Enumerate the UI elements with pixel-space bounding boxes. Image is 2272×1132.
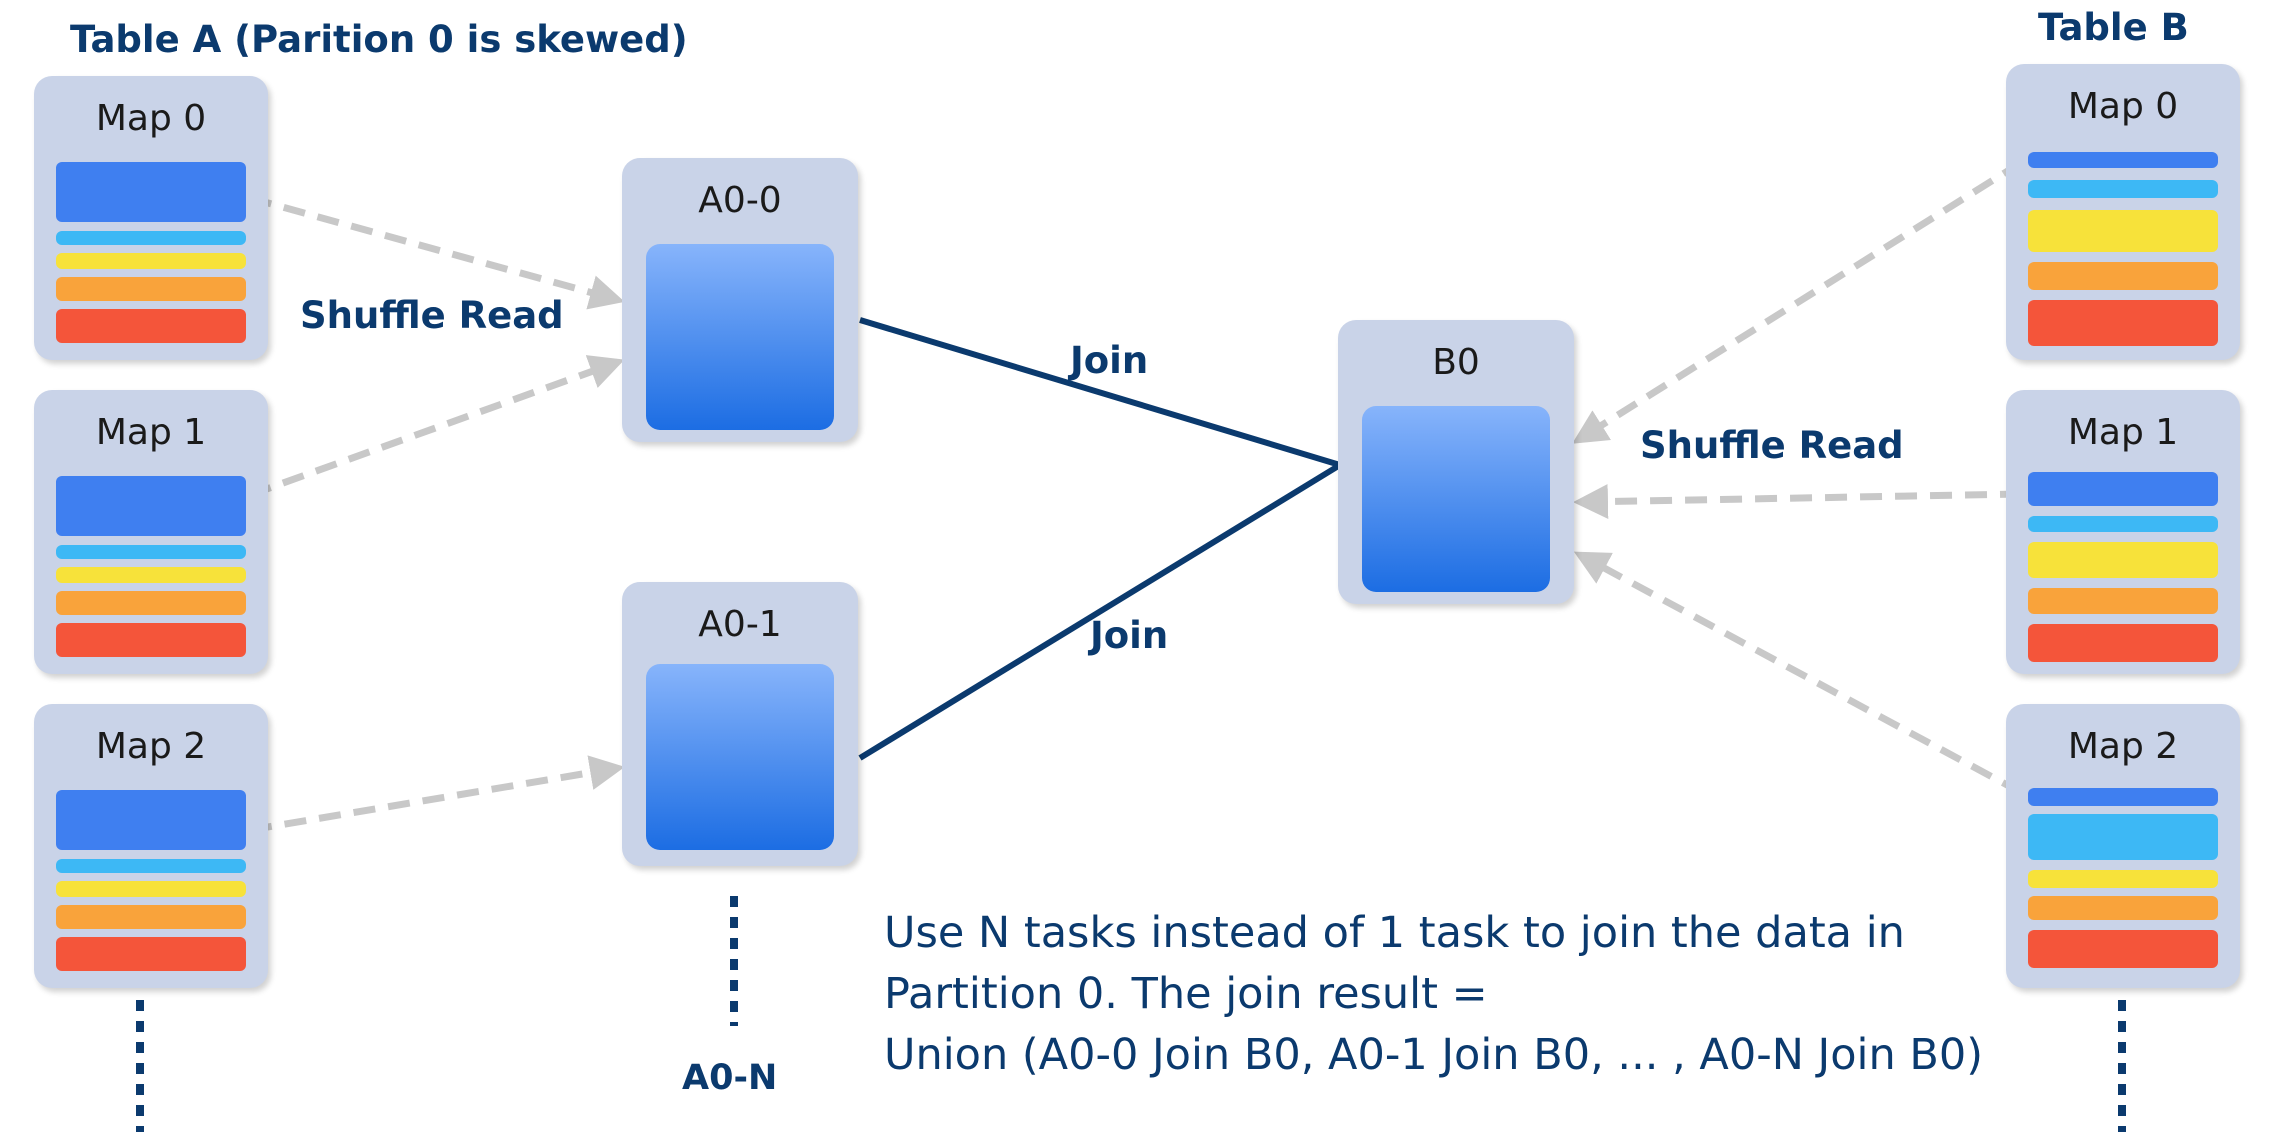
explanation-line-3: Union (A0-0 Join B0, A0-1 Join B0, ... ,… [884, 1030, 1984, 1080]
partition-data-block [646, 244, 834, 430]
shuffle-arrow-bmap1-b0 [1573, 483, 2023, 519]
shuffle-arrow-map0-a00 [249, 194, 625, 310]
table-b-map-1: Map 1 [2006, 390, 2240, 674]
explanation-line-1: Use N tasks instead of 1 task to join th… [884, 908, 1905, 958]
table-a-map-2: Map 2 [34, 704, 268, 988]
task-a0-0: A0-0 [622, 158, 858, 442]
shuffle-read-label-left: Shuffle Read [300, 294, 564, 337]
partition-0-stripe [2028, 472, 2218, 506]
table-b-map-2: Map 2 [2006, 704, 2240, 988]
partition-0-stripe [2028, 788, 2218, 806]
partition-2-stripe [2028, 542, 2218, 578]
partition-4-stripe [2028, 930, 2218, 968]
partition-data-block [646, 664, 834, 850]
task-a0-1: A0-1 [622, 582, 858, 866]
partition-1-stripe [56, 545, 246, 559]
task-b0: B0 [1338, 320, 1574, 604]
partition-2-stripe [2028, 210, 2218, 252]
task-title: A0-0 [698, 180, 782, 221]
shuffle-read-label-right: Shuffle Read [1640, 424, 1904, 467]
join-label-bottom: Join [1090, 614, 1169, 657]
join-line-a01-b0 [858, 462, 1342, 761]
partition-0-stripe [56, 162, 246, 222]
partition-1-stripe [2028, 814, 2218, 860]
map-title: Map 0 [2067, 86, 2179, 127]
explanation-line-2: Partition 0. The join result = [884, 969, 1488, 1019]
table-b-label: Table B [2038, 6, 2189, 49]
partition-4-stripe [56, 309, 246, 343]
partition-3-stripe [2028, 588, 2218, 614]
table-a-map-0: Map 0 [34, 76, 268, 360]
table-a-label: Table A (Parition 0 is skewed) [70, 18, 688, 61]
map-title: Map 2 [2067, 726, 2179, 767]
partition-4-stripe [56, 623, 246, 657]
partition-2-stripe [56, 881, 246, 897]
partition-3-stripe [56, 277, 246, 301]
table-a-map-1: Map 1 [34, 390, 268, 674]
partition-4-stripe [2028, 300, 2218, 346]
table-b-map-0: Map 0 [2006, 64, 2240, 360]
partition-1-stripe [2028, 516, 2218, 532]
shuffle-arrow-bmap2-b0 [1573, 551, 2024, 797]
map-title: Map 1 [2067, 412, 2179, 453]
shuffle-arrow-map2-a01 [249, 755, 625, 834]
partition-3-stripe [2028, 262, 2218, 290]
join-line-a00-b0 [859, 317, 1341, 468]
partition-1-stripe [2028, 180, 2218, 198]
partition-2-stripe [56, 253, 246, 269]
partition-0-stripe [2028, 152, 2218, 168]
partition-3-stripe [2028, 896, 2218, 920]
partition-1-stripe [56, 859, 246, 873]
partition-0-stripe [56, 790, 246, 850]
a0-n-label: A0-N [682, 1058, 778, 1098]
task-title: B0 [1432, 342, 1480, 383]
partition-0-stripe [56, 476, 246, 536]
task-title: A0-1 [698, 604, 782, 645]
partition-data-block [1362, 406, 1550, 592]
partition-2-stripe [2028, 870, 2218, 888]
shuffle-arrow-bmap0-b0 [1572, 159, 2024, 444]
partition-4-stripe [56, 937, 246, 971]
map-title: Map 1 [95, 412, 207, 453]
map-title: Map 0 [95, 98, 207, 139]
partition-1-stripe [56, 231, 246, 245]
shuffle-arrow-map1-a00 [248, 355, 625, 499]
partition-4-stripe [2028, 624, 2218, 662]
map-title: Map 2 [95, 726, 207, 767]
partition-3-stripe [56, 591, 246, 615]
join-label-top: Join [1070, 339, 1149, 382]
partition-3-stripe [56, 905, 246, 929]
explanation-text: Use N tasks instead of 1 task to join th… [884, 903, 1983, 1086]
partition-2-stripe [56, 567, 246, 583]
